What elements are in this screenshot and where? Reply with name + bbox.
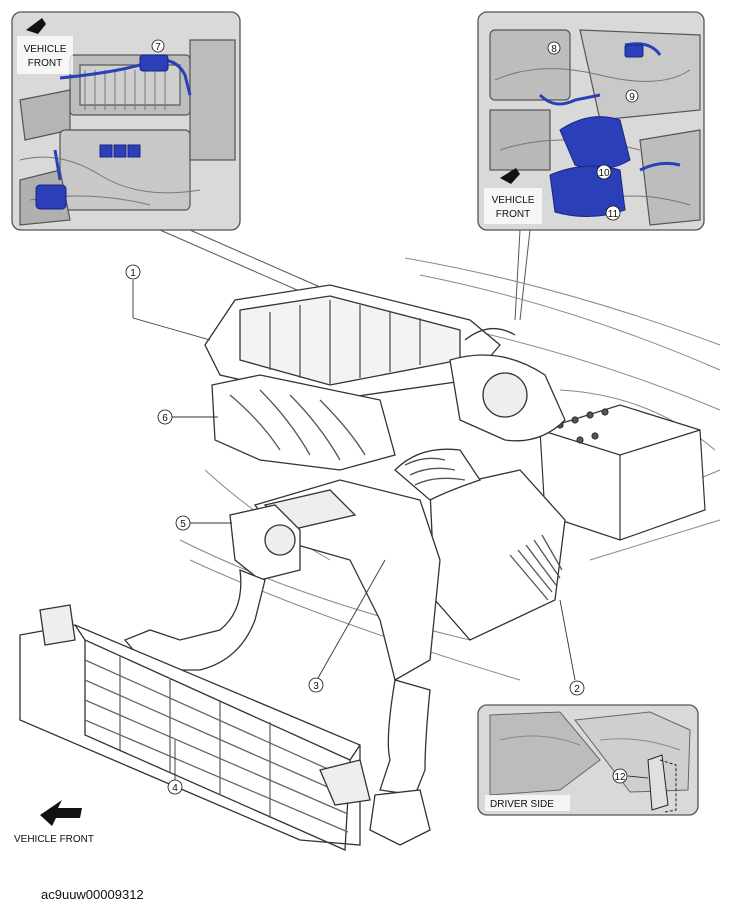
driver-side-label: DRIVER SIDE (490, 799, 554, 810)
callout-9: 9 (629, 92, 635, 103)
vehicle-front-arrow-icon (500, 168, 520, 184)
image-code: ac9uuw00009312 (41, 887, 144, 902)
callout-8: 8 (551, 44, 557, 55)
vehicle-front-label: VEHICLE (492, 195, 535, 206)
vehicle-front-arrow-icon (26, 18, 46, 34)
callout-5: 5 (180, 519, 186, 530)
vehicle-front-arrow-icon (40, 800, 82, 826)
main-callouts: 1 2 3 4 5 6 (125, 264, 585, 795)
inset-top-left: VEHICLE FRONT 7 (11, 11, 241, 231)
inset-top-right: VEHICLE FRONT 8 9 10 11 (477, 11, 705, 231)
callout-10: 10 (598, 168, 610, 179)
vehicle-front-label: FRONT (496, 209, 530, 220)
vehicle-front-label: FRONT (28, 58, 62, 69)
callout-6: 6 (162, 413, 168, 424)
vehicle-front-bottom: VEHICLE FRONT (14, 800, 94, 845)
intercooler (19, 604, 371, 851)
callout-1: 1 (130, 268, 136, 279)
vehicle-front-label: VEHICLE FRONT (14, 834, 94, 845)
vehicle-front-label: VEHICLE (24, 44, 67, 55)
callout-3: 3 (313, 681, 319, 692)
callout-2: 2 (574, 684, 580, 695)
callout-12: 12 (614, 772, 626, 783)
callout-11: 11 (608, 209, 619, 220)
callout-7: 7 (155, 42, 161, 53)
engine-assembly (123, 284, 566, 846)
callout-4: 4 (172, 783, 178, 794)
inset-driver-side: 12 DRIVER SIDE (477, 704, 699, 816)
